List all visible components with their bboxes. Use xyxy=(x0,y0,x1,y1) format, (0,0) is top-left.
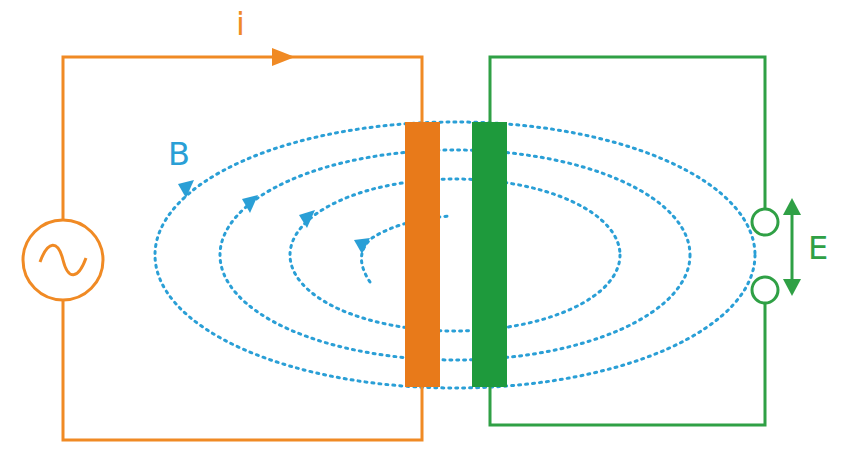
field-label: B xyxy=(168,138,190,170)
ac-source-symbol xyxy=(23,220,103,300)
secondary-circuit-wire xyxy=(490,57,792,425)
voltage-arrow xyxy=(783,198,801,296)
magnetic-field-lines xyxy=(155,122,755,388)
current-label: i xyxy=(236,8,245,40)
terminal xyxy=(752,209,778,235)
secondary-plate xyxy=(472,122,507,387)
voltage-label: E xyxy=(808,232,828,264)
primary-plate xyxy=(405,122,440,387)
terminal xyxy=(752,277,778,303)
current-arrow xyxy=(272,48,295,66)
field-arrowheads xyxy=(178,180,370,254)
primary-circuit-wire xyxy=(23,57,422,440)
